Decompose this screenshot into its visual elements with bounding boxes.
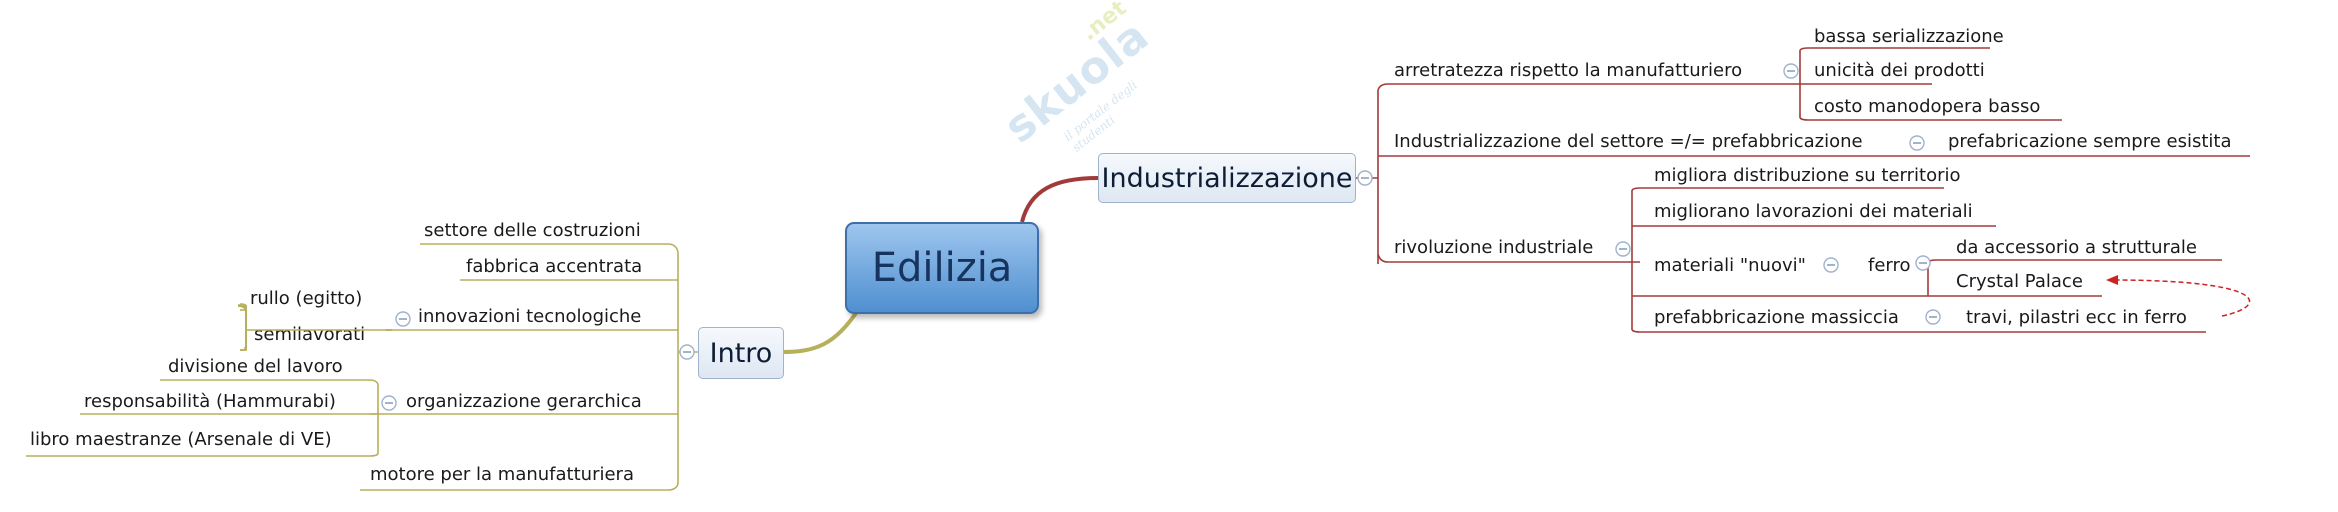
connector-costo-line bbox=[1799, 117, 2062, 121]
connector-rullo-under bbox=[240, 305, 247, 351]
node-settore-prefabbricazione[interactable]: Industrializzazione del settore =/= pref… bbox=[1394, 131, 1863, 152]
node-innovazioni-tecnologiche[interactable]: innovazioni tecnologiche bbox=[418, 306, 642, 327]
node-rivoluzione-industriale[interactable]: rivoluzione industriale bbox=[1394, 237, 1594, 258]
node-arretratezza[interactable]: arretratezza rispetto la manufatturiero bbox=[1394, 60, 1743, 81]
topic-intro[interactable]: Intro bbox=[698, 327, 784, 379]
node-libro-maestranze[interactable]: libro maestranze (Arsenale di VE) bbox=[30, 429, 332, 450]
connector-arretratezza-line bbox=[1377, 83, 1800, 91]
collapse-icon[interactable] bbox=[1924, 308, 1942, 326]
collapse-icon[interactable] bbox=[380, 394, 398, 412]
collapse-icon[interactable] bbox=[1914, 254, 1932, 272]
connector-settore-costruzioni-line bbox=[420, 243, 679, 253]
connector-motore-line bbox=[360, 483, 679, 491]
connector-bassa-line bbox=[1799, 47, 1990, 51]
node-migliora-distribuzione[interactable]: migliora distribuzione su territorio bbox=[1654, 165, 1961, 186]
collapse-icon[interactable] bbox=[1356, 169, 1374, 187]
node-motore-manufatturiera[interactable]: motore per la manufatturiera bbox=[370, 464, 634, 485]
topic-industrializzazione[interactable]: Industrializzazione bbox=[1098, 153, 1356, 203]
node-settore-costruzioni[interactable]: settore delle costruzioni bbox=[424, 220, 641, 241]
collapse-icon[interactable] bbox=[1614, 240, 1632, 258]
connector-central-intro bbox=[781, 308, 860, 354]
collapse-icon[interactable] bbox=[394, 310, 412, 328]
node-unicita-prodotti[interactable]: unicità dei prodotti bbox=[1814, 60, 1985, 81]
collapse-icon[interactable] bbox=[1782, 62, 1800, 80]
node-materiali-nuovi[interactable]: materiali "nuovi" bbox=[1654, 255, 1806, 276]
connector-accessorio-line bbox=[1927, 259, 2222, 263]
node-bassa-serializzazione[interactable]: bassa serializzazione bbox=[1814, 26, 2004, 47]
node-ferro[interactable]: ferro bbox=[1868, 255, 1911, 276]
connector-distribuzione-line bbox=[1631, 187, 1944, 191]
node-prefabricazione-esistita[interactable]: prefabricazione sempre esistita bbox=[1948, 131, 2232, 152]
collapse-icon[interactable] bbox=[1822, 256, 1840, 274]
node-organizzazione-gerarchica[interactable]: organizzazione gerarchica bbox=[406, 391, 642, 412]
node-fabbrica-accentrata[interactable]: fabbrica accentrata bbox=[466, 256, 643, 277]
connector-rivoluzione-line bbox=[1377, 253, 1640, 263]
node-da-accessorio[interactable]: da accessorio a strutturale bbox=[1956, 237, 2198, 258]
node-crystal-palace[interactable]: Crystal Palace bbox=[1956, 271, 2083, 292]
node-divisione-lavoro[interactable]: divisione del lavoro bbox=[168, 356, 343, 377]
connector-libro-line bbox=[26, 453, 379, 457]
central-topic[interactable]: Edilizia bbox=[845, 222, 1039, 314]
connector-prefabbricazione-line bbox=[1631, 329, 2206, 333]
node-semilavorati[interactable]: semilavorati bbox=[254, 324, 366, 345]
node-travi-pilastri[interactable]: travi, pilastri ecc in ferro bbox=[1966, 307, 2187, 328]
node-rullo-egitto[interactable]: rullo (egitto) bbox=[250, 288, 363, 309]
node-responsabilita[interactable]: responsabilità (Hammurabi) bbox=[84, 391, 336, 412]
connector-central-industrializzazione bbox=[1020, 176, 1099, 223]
connector-divisione-line bbox=[160, 379, 379, 385]
relationship-arrowhead bbox=[2106, 275, 2118, 285]
node-prefabbricazione-massiccia[interactable]: prefabbricazione massiccia bbox=[1654, 307, 1899, 328]
collapse-icon[interactable] bbox=[1908, 134, 1926, 152]
node-costo-manodopera[interactable]: costo manodopera basso bbox=[1814, 96, 2041, 117]
node-migliorano-lavorazioni[interactable]: migliorano lavorazioni dei materiali bbox=[1654, 201, 1973, 222]
relationship-arrow bbox=[2111, 279, 2251, 317]
collapse-icon[interactable] bbox=[678, 343, 696, 361]
